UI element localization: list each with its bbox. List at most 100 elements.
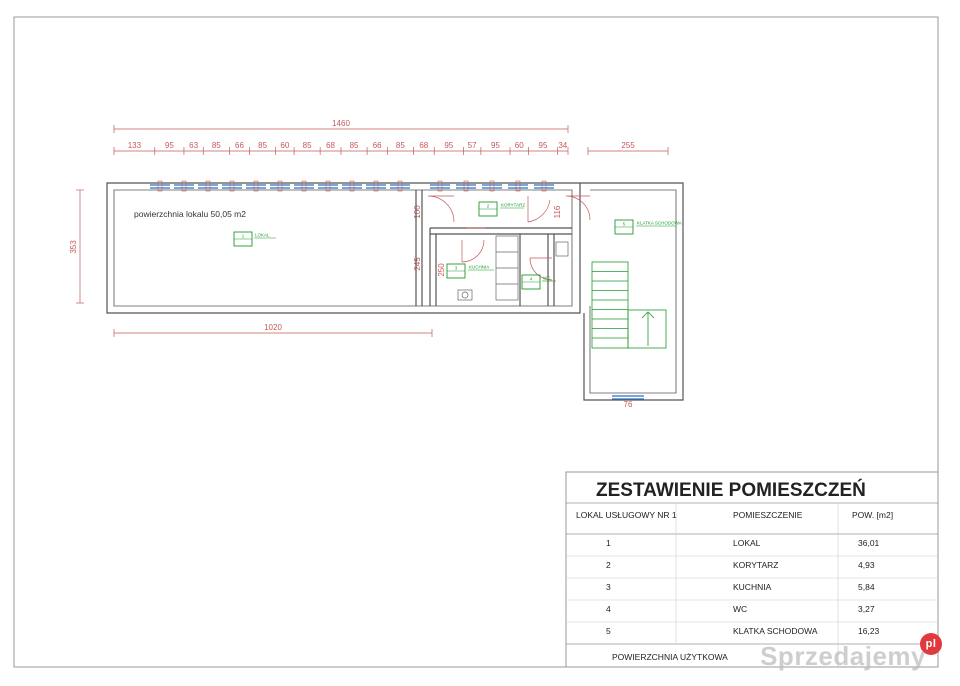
inner-dimension-1: 100 [413,205,422,219]
inner-dimension-5: 76 [624,400,633,409]
segment-dimension: 60 [515,141,524,150]
row-room-name: WC [733,604,747,614]
row-number: 5 [606,626,611,636]
bottom-width-dimension: 1020 [264,323,282,332]
window-mullion [541,180,547,192]
left-height-dimension: 353 [69,240,78,254]
row-number: 1 [606,538,611,548]
segment-dimension: 85 [396,141,405,150]
segment-dimension: 85 [303,141,312,150]
header-area: POW. [m2] [852,510,893,520]
walls [106,182,684,401]
row-area: 4,93 [858,560,875,570]
row-area: 5,84 [858,582,875,592]
room-tag: 2 KORYTARZ [478,201,525,217]
doors [427,195,591,281]
segment-dimension: 85 [212,141,221,150]
segment-dimension: 85 [258,141,267,150]
window-mullion [349,180,355,192]
segment-dimension: 95 [539,141,548,150]
row-room-name: LOKAL [733,538,761,548]
segment-dimension: 66 [235,141,244,150]
room-tag-name: KLATKA SCHODOWA [637,221,682,226]
table-title: ZESTAWIENIE POMIESZCZEŃ [596,479,866,501]
window-mullion [437,180,443,192]
row-room-name: KLATKA SCHODOWA [733,626,818,636]
table-row: 2 KORYTARZ 4,93 [606,560,875,570]
header-unit: LOKAL USŁUGOWY NR 1 [576,510,677,520]
room-tag-name: LOKAL [255,233,270,238]
window-mullion [463,180,469,192]
segment-dimension: 63 [189,141,198,150]
staircase [591,261,667,349]
segment-dimension: 68 [419,141,428,150]
window-mullion [397,180,403,192]
room-tag-number: 1 [242,234,245,239]
inner-dimension-4: 250 [437,263,446,277]
table-rows: 1 LOKAL 36,01 2 KORYTARZ 4,93 3 KUCHNIA 5,84 4 WC 3… [606,538,880,636]
segment-dimension-labels: 133 95 63 85 66 85 60 85 68 85 66 85 68 95 57 95 60 95 34 [128,141,568,150]
table-row: 4 WC 3,27 [606,604,875,614]
row-area: 36,01 [858,538,880,548]
segment-dimension: 85 [350,141,359,150]
window-mullion [373,180,379,192]
segment-ticks [113,147,569,155]
header-room: POMIESZCZENIE [733,510,803,520]
row-number: 2 [606,560,611,570]
room-tag-number: 4 [530,277,533,282]
segment-dimension: 68 [326,141,335,150]
table-row: 1 LOKAL 36,01 [606,538,880,548]
footer-label: POWIERZCHNIA UŻYTKOWA [612,652,728,662]
segment-dimension: 57 [468,141,477,150]
room-tag: 4 WC [521,274,556,290]
room-tag-number: 3 [455,266,458,271]
window-mullion [157,180,163,192]
window-mullion [253,180,259,192]
window-mullion [325,180,331,192]
window-mullion [181,180,187,192]
row-area: 3,27 [858,604,875,614]
dimension-lines [76,125,669,337]
segment-dimension: 95 [165,141,174,150]
table-row: 3 KUCHNIA 5,84 [606,582,875,592]
room-tag: 5 KLATKA SCHODOWA [614,219,682,235]
windows [150,180,554,192]
window-mullion [489,180,495,192]
watermark-text: Sprzedajemy [760,641,926,671]
row-number: 3 [606,582,611,592]
window-mullion [229,180,235,192]
segment-dimension: 95 [491,141,500,150]
stair-window [612,395,644,400]
fixtures [457,227,569,301]
inner-dimension-2: 245 [413,257,422,271]
window-mullion [515,180,521,192]
segment-dimension: 133 [128,141,142,150]
row-area: 16,23 [858,626,880,636]
room-schedule-table: ZESTAWIENIE POMIESZCZEŃ LOKAL USŁUGOWY N… [565,471,939,668]
watermark-badge: pl [920,633,942,655]
segment-dimension: 66 [373,141,382,150]
sheet-border [13,16,939,668]
room-tag-name: KORYTARZ [501,203,525,208]
segment-dimension: 60 [280,141,289,150]
room-tag-name: WC [543,276,551,281]
room-tag: 1 LOKAL [233,231,276,247]
segment-dimension: 95 [444,141,453,150]
row-room-name: KUCHNIA [733,582,772,592]
table-row: 5 KLATKA SCHODOWA 16,23 [606,626,880,636]
right-width-dimension: 255 [621,141,635,150]
inner-dimension-3: 116 [553,205,562,218]
segment-dimension: 34 [558,141,567,150]
row-room-name: KORYTARZ [733,560,779,570]
overall-dimension: 1460 [332,119,350,128]
room-tag-number: 2 [487,204,490,209]
watermark: Sprzedajemypl [760,633,942,672]
window-mullion [277,180,283,192]
room-tag-number: 5 [623,222,626,227]
row-number: 4 [606,604,611,614]
window-mullion [205,180,211,192]
area-note: powierzchnia lokalu 50,05 m2 [134,209,246,219]
